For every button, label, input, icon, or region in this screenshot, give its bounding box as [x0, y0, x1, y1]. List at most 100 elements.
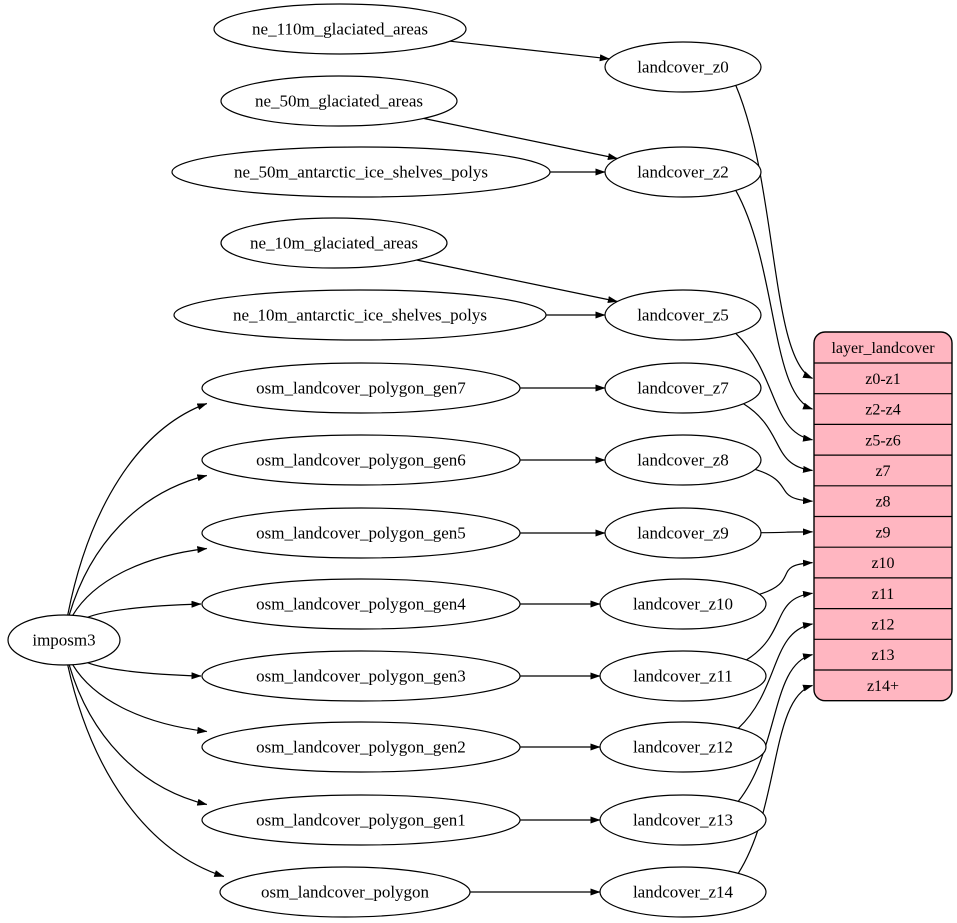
table-row-label-z0-z1: z0-z1	[865, 371, 901, 388]
node-landcover_z2: landcover_z2	[604, 146, 762, 198]
node-osm_landcover_polygon_gen4: osm_landcover_polygon_gen4	[201, 578, 521, 630]
edge-landcover_z10-to-z10	[759, 559, 813, 595]
node-label-landcover_z10: landcover_z10	[633, 595, 733, 614]
node-ellipse-osm_landcover_polygon	[219, 866, 471, 918]
edge-landcover_z12-to-z12	[737, 622, 813, 729]
node-osm_landcover_polygon_gen5: osm_landcover_polygon_gen5	[201, 507, 521, 559]
node-landcover_z13: landcover_z13	[599, 794, 767, 846]
edge-landcover_z2-to-z2-z4	[735, 190, 813, 410]
edge-ne_110m_glaciated_areas-to-landcover_z0	[449, 40, 610, 62]
node-ne_50m_glaciated_areas: ne_50m_glaciated_areas	[220, 75, 458, 127]
node-landcover_z7: landcover_z7	[604, 362, 762, 414]
table-row-label-z11: z11	[872, 586, 895, 603]
node-ne_10m_glaciated_areas: ne_10m_glaciated_areas	[220, 217, 448, 269]
node-label-ne_110m_glaciated_areas: ne_110m_glaciated_areas	[252, 20, 428, 39]
node-osm_landcover_polygon_gen2: osm_landcover_polygon_gen2	[201, 721, 521, 773]
node-label-ne_10m_glaciated_areas: ne_10m_glaciated_areas	[250, 234, 418, 253]
node-osm_landcover_polygon: osm_landcover_polygon	[219, 866, 471, 918]
table-row-label-z14+: z14+	[867, 678, 899, 695]
edge-ne_10m_glaciated_areas-to-landcover_z5	[416, 259, 618, 304]
edge-landcover_z11-to-z11	[746, 590, 813, 661]
node-ellipse-ne_50m_antarctic_ice_shelves_polys	[171, 146, 551, 198]
table-layer: layer_landcover z0-z1 z2-z4 z5-z6 z7 z8 z9 z10 z…	[813, 331, 953, 702]
node-label-landcover_z5: landcover_z5	[637, 306, 729, 325]
node-ne_10m_antarctic_ice_shelves_polys: ne_10m_antarctic_ice_shelves_polys	[173, 289, 547, 341]
node-ellipse-ne_10m_antarctic_ice_shelves_polys	[173, 289, 547, 341]
node-label-osm_landcover_polygon_gen7: osm_landcover_polygon_gen7	[256, 379, 466, 398]
node-label-landcover_z9: landcover_z9	[637, 524, 729, 543]
table-row-label-z9: z9	[875, 524, 890, 541]
node-label-ne_50m_glaciated_areas: ne_50m_glaciated_areas	[255, 92, 423, 111]
node-ellipse-landcover_z9	[604, 507, 762, 559]
node-ellipse-landcover_z10	[599, 578, 767, 630]
node-ne_50m_antarctic_ice_shelves_polys: ne_50m_antarctic_ice_shelves_polys	[171, 146, 551, 198]
node-ellipse-landcover_z11	[599, 650, 767, 702]
node-landcover_z10: landcover_z10	[599, 578, 767, 630]
edge-imposm3-to-osm_landcover_polygon_gen2	[72, 664, 208, 734]
node-landcover_z0: landcover_z0	[604, 41, 762, 93]
node-label-osm_landcover_polygon_gen5: osm_landcover_polygon_gen5	[256, 524, 466, 543]
node-ellipse-landcover_z7	[604, 362, 762, 414]
edge-imposm3-to-osm_landcover_polygon	[67, 664, 225, 878]
node-label-landcover_z11: landcover_z11	[633, 667, 732, 686]
node-label-ne_50m_antarctic_ice_shelves_polys: ne_50m_antarctic_ice_shelves_polys	[234, 163, 488, 182]
node-ellipse-landcover_z0	[604, 41, 762, 93]
edge-imposm3-to-osm_landcover_polygon_gen6	[68, 474, 208, 616]
table-header-label: layer_landcover	[831, 340, 935, 357]
node-ellipse-osm_landcover_polygon_gen1	[201, 794, 521, 846]
node-ellipse-landcover_z5	[604, 289, 762, 341]
node-ellipse-osm_landcover_polygon_gen2	[201, 721, 521, 773]
edge-landcover_z8-to-z8	[755, 468, 813, 505]
node-label-landcover_z14: landcover_z14	[633, 883, 734, 902]
node-label-osm_landcover_polygon_gen6: osm_landcover_polygon_gen6	[256, 451, 466, 470]
node-label-landcover_z8: landcover_z8	[637, 451, 729, 470]
node-ellipse-landcover_z13	[599, 794, 767, 846]
edge-landcover_z9-to-z9	[760, 528, 813, 536]
nodes-layer: imposm3 ne_110m_glaciated_areas ne_50m_gla…	[7, 3, 767, 918]
node-landcover_z12: landcover_z12	[599, 721, 767, 773]
node-label-osm_landcover_polygon_gen1: osm_landcover_polygon_gen1	[256, 811, 466, 830]
node-ellipse-landcover_z12	[599, 721, 767, 773]
edge-imposm3-to-osm_landcover_polygon_gen1	[68, 664, 208, 806]
node-ellipse-osm_landcover_polygon_gen3	[201, 650, 521, 702]
edge-landcover_z14-to-z14+	[737, 684, 813, 874]
node-label-landcover_z13: landcover_z13	[633, 811, 733, 830]
table-row-label-z7: z7	[875, 463, 890, 480]
edge-imposm3-to-osm_landcover_polygon_gen4	[87, 600, 202, 618]
edge-landcover_z0-to-z0-z1	[735, 85, 813, 379]
node-label-osm_landcover_polygon_gen2: osm_landcover_polygon_gen2	[256, 738, 466, 757]
node-label-landcover_z7: landcover_z7	[637, 379, 729, 398]
node-ellipse-landcover_z8	[604, 434, 762, 486]
edges-layer	[67, 40, 813, 896]
node-label-landcover_z0: landcover_z0	[637, 58, 729, 77]
table-row-label-z10: z10	[871, 555, 894, 572]
table-row-label-z13: z13	[871, 647, 894, 664]
node-osm_landcover_polygon_gen6: osm_landcover_polygon_gen6	[201, 434, 521, 486]
edge-landcover_z5-to-z5-z6	[735, 332, 813, 442]
node-ellipse-osm_landcover_polygon_gen6	[201, 434, 521, 486]
node-ellipse-osm_landcover_polygon_gen7	[201, 362, 521, 414]
node-label-osm_landcover_polygon: osm_landcover_polygon	[261, 883, 430, 902]
node-landcover_z11: landcover_z11	[599, 650, 767, 702]
table-layer_landcover: layer_landcover z0-z1 z2-z4 z5-z6 z7 z8 z9 z10 z…	[813, 331, 953, 702]
node-label-landcover_z2: landcover_z2	[637, 163, 729, 182]
node-landcover_z14: landcover_z14	[599, 866, 767, 918]
node-ellipse-osm_landcover_polygon_gen5	[201, 507, 521, 559]
node-landcover_z9: landcover_z9	[604, 507, 762, 559]
node-ne_110m_glaciated_areas: ne_110m_glaciated_areas	[213, 3, 467, 55]
edge-imposm3-to-osm_landcover_polygon_gen3	[87, 662, 202, 680]
node-label-osm_landcover_polygon_gen4: osm_landcover_polygon_gen4	[256, 595, 466, 614]
node-ellipse-ne_110m_glaciated_areas	[213, 3, 467, 55]
node-ellipse-landcover_z14	[599, 866, 767, 918]
table-row-label-z8: z8	[875, 494, 890, 511]
table-row-label-z5-z6: z5-z6	[865, 432, 901, 449]
node-label-imposm3: imposm3	[32, 631, 95, 650]
edge-ne_50m_glaciated_areas-to-landcover_z2	[423, 117, 618, 161]
node-ellipse-ne_50m_glaciated_areas	[220, 75, 458, 127]
edge-imposm3-to-osm_landcover_polygon_gen7	[67, 402, 208, 616]
node-imposm3: imposm3	[7, 614, 121, 666]
table-row-label-z2-z4: z2-z4	[865, 402, 901, 419]
edge-imposm3-to-osm_landcover_polygon_gen5	[72, 546, 208, 616]
